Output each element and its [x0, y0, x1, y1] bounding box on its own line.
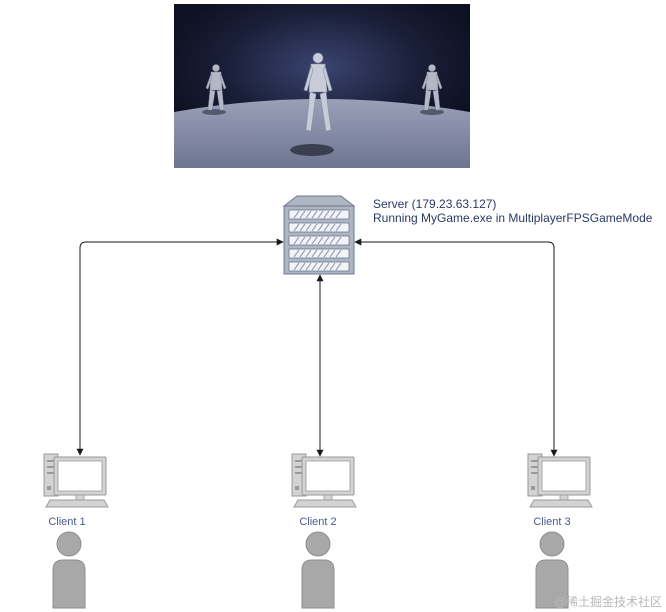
watermark: @稀土掘金技术社区	[554, 594, 662, 609]
desktop-computer-icon	[291, 453, 357, 508]
game-screenshot-image	[174, 4, 470, 168]
client-3: Client 3	[527, 453, 593, 609]
server-title: Server (179.23.63.127)	[373, 197, 496, 211]
arrow-server-client-1	[76, 238, 284, 456]
desktop-computer-icon	[527, 453, 593, 508]
person-icon	[52, 531, 86, 609]
client-label: Client 1	[48, 516, 85, 528]
server-subtitle: Running MyGame.exe in MultiplayerFPSGame…	[373, 211, 653, 225]
client-1: Client 1	[43, 453, 109, 609]
client-label: Client 3	[533, 516, 570, 528]
person-icon	[301, 531, 335, 609]
desktop-computer-icon	[43, 453, 109, 508]
server-rack-icon	[282, 195, 356, 275]
arrow-server-client-3	[354, 238, 558, 457]
client-2: Client 2	[291, 453, 357, 609]
connection-arrows	[76, 238, 558, 457]
client-label: Client 2	[299, 516, 336, 528]
